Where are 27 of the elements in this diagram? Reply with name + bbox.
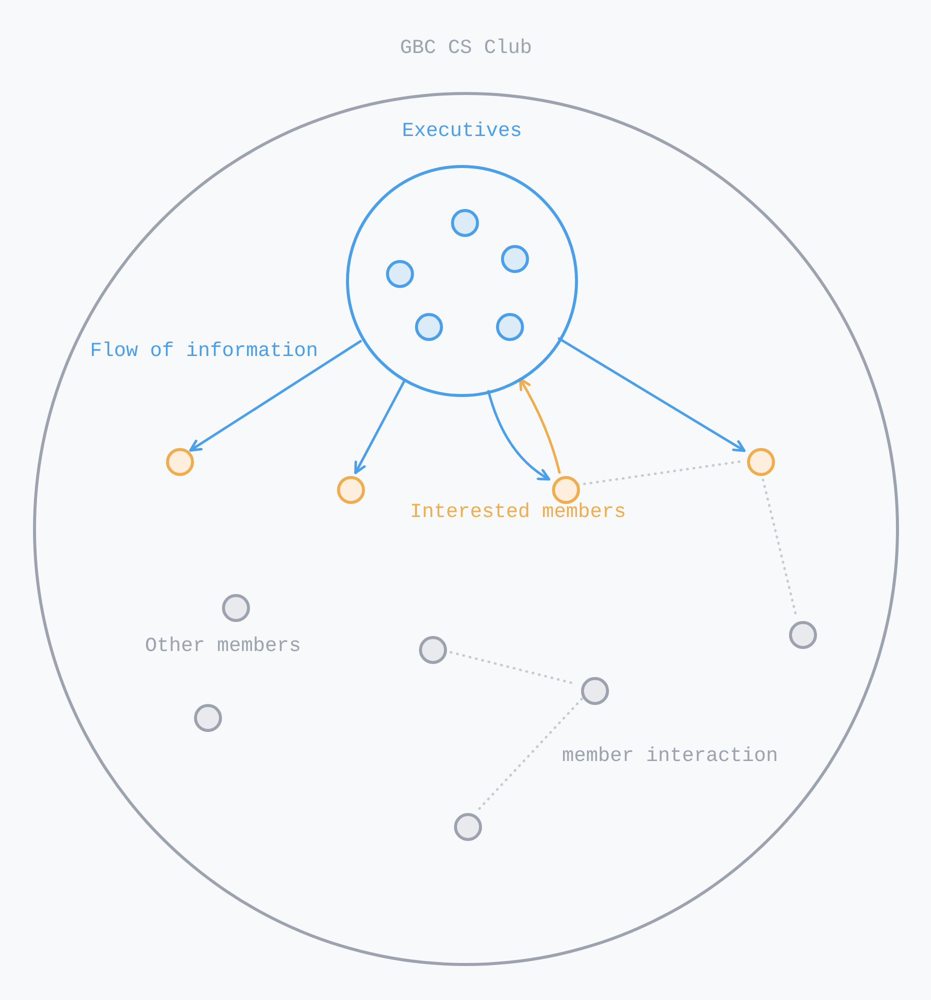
executive-circle xyxy=(496,313,524,341)
arrow xyxy=(518,378,561,474)
executive-circle xyxy=(501,245,529,273)
member-circle xyxy=(194,704,222,732)
interested-member-circle xyxy=(747,448,775,476)
group-title: GBC CS Club xyxy=(400,37,532,60)
executive-circle xyxy=(386,260,414,288)
interested-member-circle xyxy=(552,476,580,504)
interested-member-circle xyxy=(337,476,365,504)
annotation-label: Interested members xyxy=(410,501,626,524)
executive-circle xyxy=(451,209,479,237)
member-circle xyxy=(454,813,482,841)
member-circle xyxy=(222,594,250,622)
executive-circle xyxy=(415,313,443,341)
annotation-label: Flow of information xyxy=(90,340,318,363)
interested-member-circle xyxy=(166,448,194,476)
member-circle xyxy=(581,677,609,705)
annotation-label: member interaction xyxy=(562,745,778,768)
annotation-label: Other members xyxy=(145,635,302,658)
group-title: Executives xyxy=(402,120,522,143)
member-circle xyxy=(419,636,447,664)
arrow xyxy=(558,337,746,452)
dotted-connector xyxy=(576,460,744,486)
arrow xyxy=(487,390,550,481)
arrow xyxy=(189,340,362,452)
arrow xyxy=(354,380,406,474)
member-circle xyxy=(789,621,817,649)
